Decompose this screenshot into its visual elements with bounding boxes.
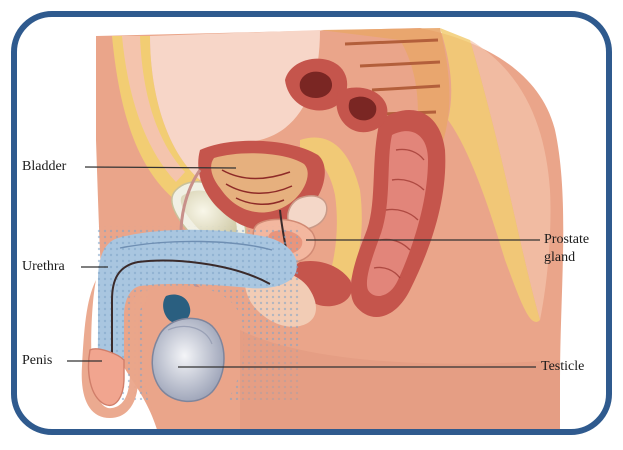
label-penis: Penis: [22, 353, 52, 369]
label-prostate-line2: gland: [544, 250, 575, 266]
testicle: [152, 318, 224, 401]
sigmoid-colon-inner: [300, 72, 332, 98]
label-urethra: Urethra: [22, 259, 65, 275]
label-testicle: Testicle: [541, 359, 584, 375]
label-prostate-line1: Prostate: [544, 232, 589, 248]
label-bladder: Bladder: [22, 159, 66, 175]
